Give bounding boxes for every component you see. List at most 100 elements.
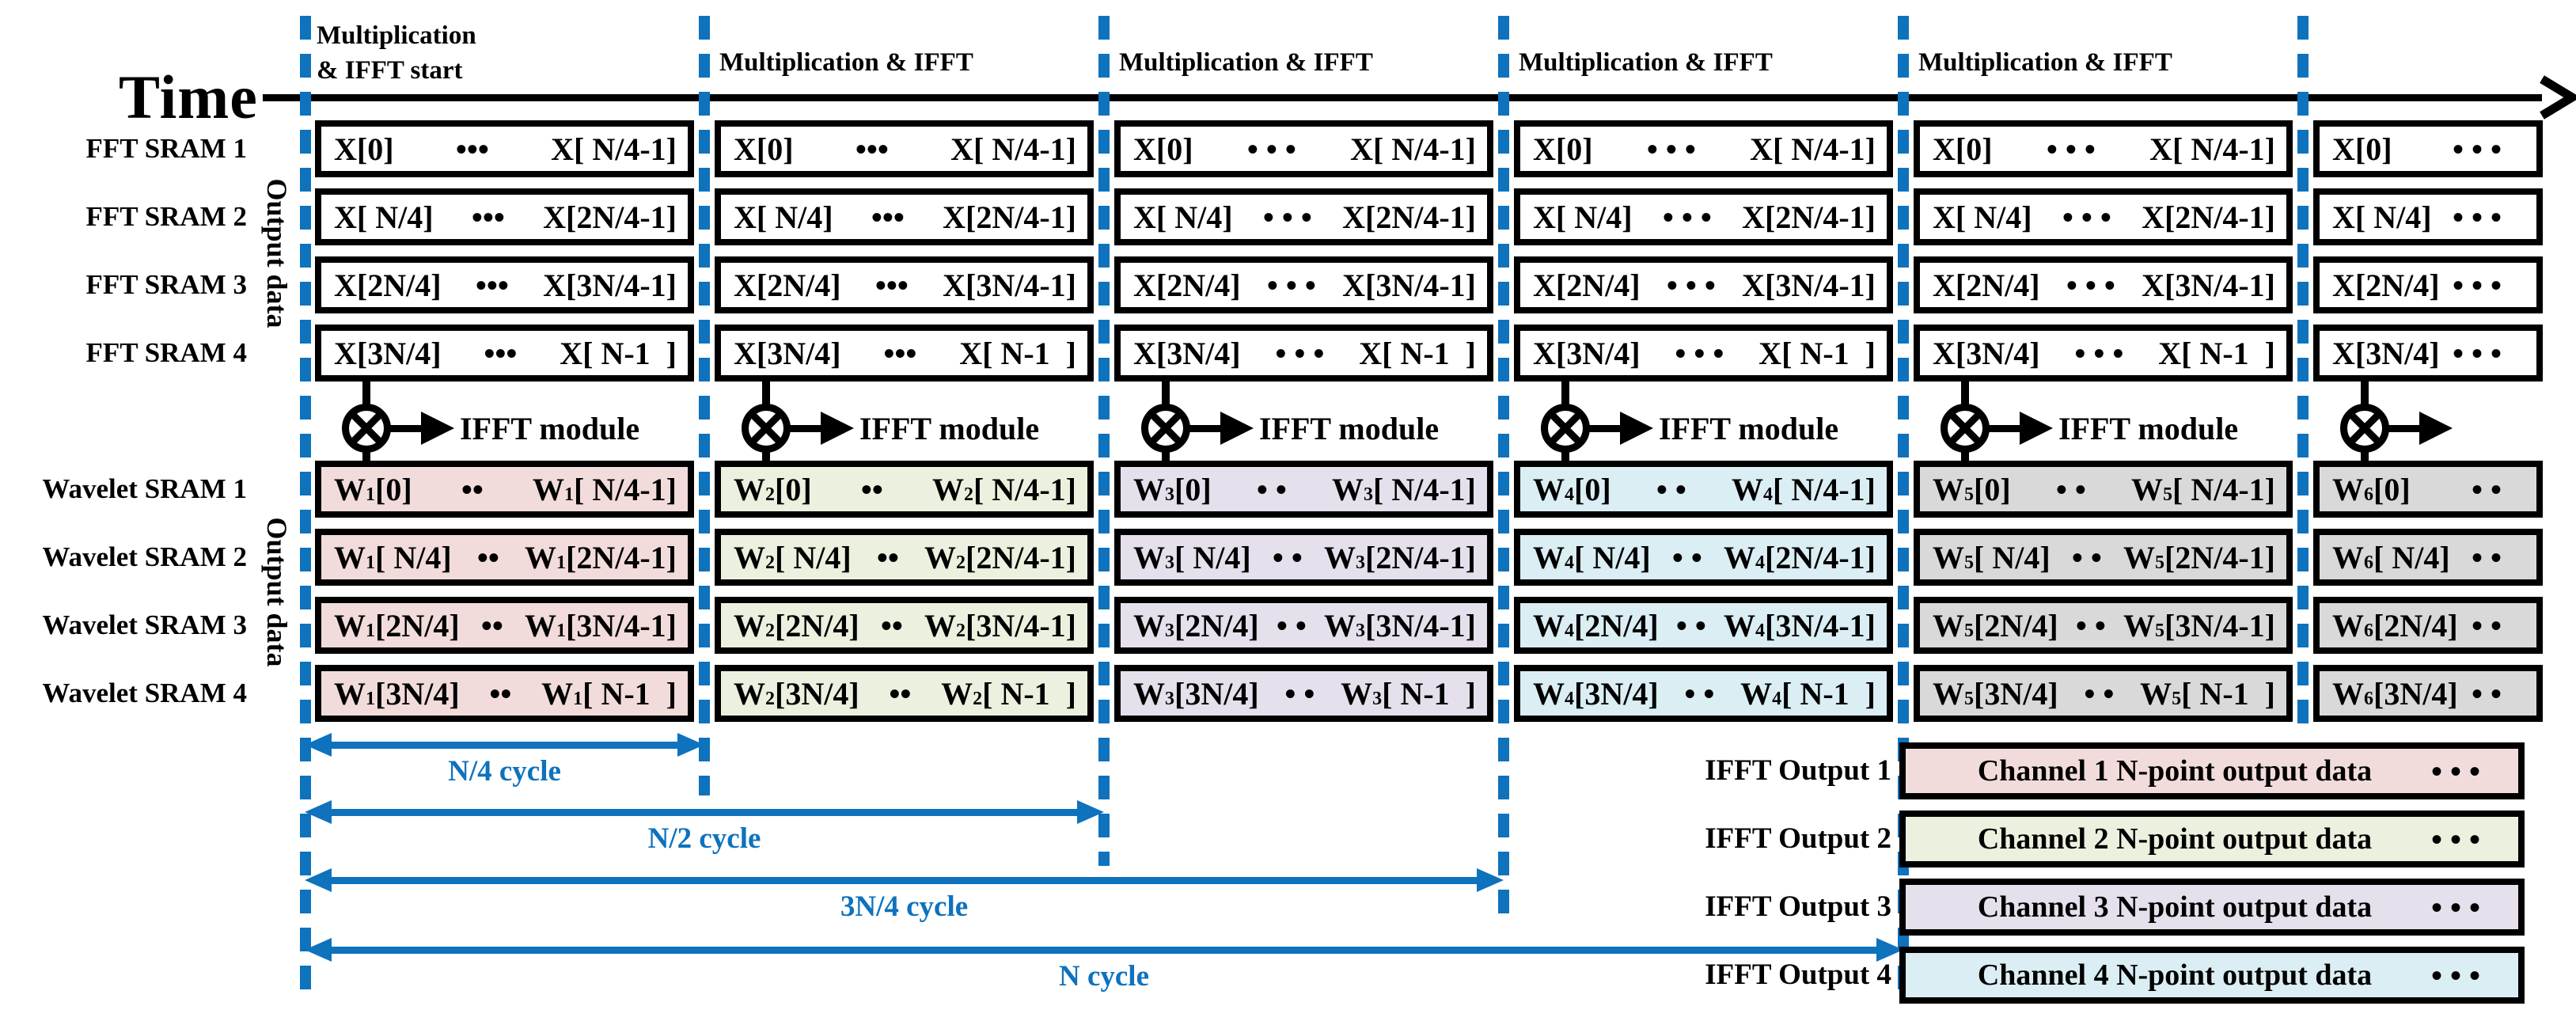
cell-right-text: W4[ N/4-1]	[1732, 471, 1876, 507]
ellipsis-dots-icon: ••	[489, 675, 512, 712]
ifft-output-label: IFFT Output 2	[1705, 822, 1891, 855]
ellipsis-dots-icon: • • •	[2452, 131, 2502, 167]
cycle-arrow	[305, 938, 1903, 962]
cell-right-text: W1[3N/4-1]	[525, 607, 677, 643]
cell-left-text: X[ N/4]	[1933, 199, 2032, 235]
cell-right-text: X[2N/4-1]	[943, 199, 1076, 235]
column-header: Multiplication & IFFT	[719, 48, 973, 77]
ellipsis-dots-icon: • • •	[1246, 131, 1296, 167]
multiplier-stem-bottom	[1561, 448, 1569, 462]
cell-right-text: X[ N-1 ]	[1359, 335, 1476, 371]
ifft-module-label: IFFT module	[859, 411, 1040, 446]
fft-sram-row-label: FFT SRAM 3	[85, 269, 247, 300]
output-data-group-label-fft: Output data	[261, 178, 293, 328]
cycle-arrowhead-left-icon	[305, 938, 332, 962]
time-axis-line	[263, 94, 2542, 101]
fft-sram-row-label: FFT SRAM 1	[85, 133, 247, 164]
column-header: & IFFT start	[317, 56, 463, 85]
ellipsis-dots-icon: • • •	[2430, 889, 2480, 925]
cell-left-text: X[2N/4]	[1133, 267, 1241, 303]
ellipsis-dots-icon: •••	[883, 335, 917, 371]
cell-left-text: W5[3N/4]	[1933, 675, 2058, 712]
multiplier-stem-top	[1162, 380, 1170, 405]
ellipsis-dots-icon: ••	[876, 539, 899, 575]
cycle-arrowhead-right-icon	[677, 733, 704, 757]
wavelet-sram-cell: W4[0] • • W4[ N/4-1]	[1514, 461, 1893, 518]
cell-left-text: W1[ N/4]	[334, 539, 452, 575]
multiplier-icon	[1141, 404, 1190, 453]
wavelet-sram-cell: W3[0]• •W3[ N/4-1]	[1114, 461, 1493, 518]
ellipsis-dots-icon: • •	[2075, 607, 2106, 643]
ifft-module-label: IFFT module	[1259, 411, 1440, 446]
cell-left-text: W2[2N/4]	[734, 607, 859, 643]
fft-sram-cell: X[2N/4]• • •X[3N/4-1]	[1514, 256, 1893, 313]
cycle-arrow-line	[325, 742, 684, 749]
ellipsis-dots-icon: • • •	[2452, 267, 2502, 303]
ellipsis-dots-icon: • •	[1656, 471, 1686, 507]
cell-right-text: W1[2N/4-1]	[525, 539, 677, 575]
cycle-arrowhead-left-icon	[305, 733, 332, 757]
cell-right-text: X[2N/4-1]	[543, 199, 677, 235]
fft-sram-cell: X[0]• • •	[2313, 120, 2543, 177]
ellipsis-dots-icon: • • •	[1646, 131, 1696, 167]
ellipsis-dots-icon: • • •	[2062, 199, 2111, 235]
cycle-label: 3N/4 cycle	[840, 890, 969, 923]
cell-left-text: X[ N/4]	[1533, 199, 1633, 235]
cell-right-text: W1[ N/4-1]	[533, 471, 677, 507]
column-header: Multiplication	[317, 21, 476, 50]
cell-right-text: W4[3N/4-1]	[1724, 607, 1876, 643]
cell-left-text: X[3N/4]	[2332, 335, 2440, 371]
multiplier-stem-bottom	[762, 448, 770, 462]
time-axis-label: Time	[119, 63, 258, 131]
multiplier-icon	[342, 404, 391, 453]
wavelet-sram-cell: W2[2N/4]••W2[3N/4-1]	[715, 597, 1094, 654]
cell-right-text: X[ N/4-1]	[950, 131, 1076, 167]
cell-left-text: X[2N/4]	[734, 267, 841, 303]
cell-left-text: W2[0]	[734, 471, 812, 507]
wavelet-sram-cell: W6[ N/4]• •	[2313, 529, 2543, 586]
cell-left-text: X[0]	[1933, 131, 1993, 167]
wavelet-sram-cell: W2[ N/4]••W2[2N/4-1]	[715, 529, 1094, 586]
cell-left-text: W2[3N/4]	[734, 675, 859, 712]
cell-left-text: X[ N/4]	[334, 199, 434, 235]
ellipsis-dots-icon: • •	[2084, 675, 2115, 712]
wavelet-sram-cell: W3[ N/4]• •W3[2N/4-1]	[1114, 529, 1493, 586]
cycle-arrowhead-left-icon	[305, 800, 332, 824]
cell-right-text: X[3N/4-1]	[943, 267, 1076, 303]
cell-left-text: W5[ N/4]	[1933, 539, 2051, 575]
ellipsis-dots-icon: • •	[1284, 675, 1315, 712]
cell-right-text: W2[3N/4-1]	[924, 607, 1076, 643]
fft-sram-cell: X[3N/4]• • •X[ N-1 ]	[1514, 325, 1893, 382]
ellipsis-dots-icon: • • •	[1275, 335, 1325, 371]
ellipsis-dots-icon: • •	[2471, 471, 2502, 507]
fft-sram-row-label: FFT SRAM 4	[85, 337, 247, 368]
multiplier-arrow-line	[784, 425, 821, 432]
ellipsis-dots-icon: ••	[860, 471, 883, 507]
ifft-module-label: IFFT module	[2058, 411, 2239, 446]
cycle-arrow	[305, 733, 704, 757]
wavelet-sram-cell: W4[3N/4]• •W4[ N-1 ]	[1514, 665, 1893, 722]
ellipsis-dots-icon: •••	[855, 131, 889, 167]
cell-right-text: X[3N/4-1]	[1742, 267, 1876, 303]
wavelet-sram-cell: W4[ N/4]• •W4[2N/4-1]	[1514, 529, 1893, 586]
cell-left-text: X[2N/4]	[2332, 267, 2440, 303]
multiplier-arrowhead-icon	[421, 412, 454, 445]
ellipsis-dots-icon: • •	[1675, 607, 1706, 643]
cell-right-text: W2[ N-1 ]	[941, 675, 1076, 712]
channel-output-box: Channel 4 N-point output data• • •	[1899, 947, 2525, 1004]
cell-left-text: X[ N/4]	[734, 199, 833, 235]
multiplier-arrow-line	[1983, 425, 2020, 432]
multiplier-arrow-line	[1184, 425, 1220, 432]
ellipsis-dots-icon: • • •	[2074, 335, 2124, 371]
channel-output-box: Channel 1 N-point output data• • •	[1899, 742, 2525, 799]
cell-right-text: W4[ N-1 ]	[1740, 675, 1876, 712]
cell-right-text: W5[3N/4-1]	[2123, 607, 2275, 643]
cell-left-text: W4[0]	[1533, 471, 1611, 507]
wavelet-sram-cell: W6[2N/4]• •	[2313, 597, 2543, 654]
ellipsis-dots-icon: •••	[455, 131, 489, 167]
fft-sram-cell: X[ N/4]• • •X[2N/4-1]	[1114, 188, 1493, 245]
fft-sram-cell: X[3N/4]•••X[ N-1 ]	[715, 325, 1094, 382]
ellipsis-dots-icon: • •	[1256, 471, 1287, 507]
cell-left-text: X[2N/4]	[1933, 267, 2040, 303]
cell-left-text: W6[0]	[2332, 471, 2411, 507]
